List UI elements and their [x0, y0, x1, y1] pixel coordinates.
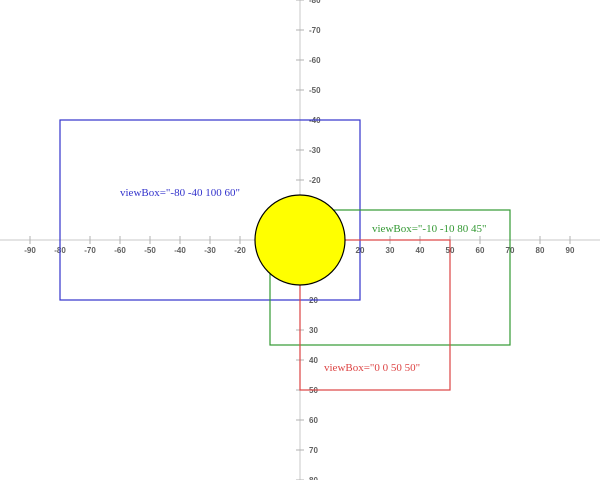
y-axis-tick-label: -80 — [309, 0, 321, 5]
x-axis-tick-label: -50 — [144, 246, 156, 255]
y-axis-tick-label: -60 — [309, 56, 321, 65]
x-axis-tick-label: -40 — [174, 246, 186, 255]
yellow-circle — [254, 194, 346, 286]
viewbox-rect-green — [269, 209, 511, 346]
y-axis-tick-label: -50 — [309, 86, 321, 95]
viewbox-rect-red — [299, 239, 451, 391]
y-axis-tick-label: 80 — [309, 476, 318, 480]
x-axis-tick-label: -20 — [234, 246, 246, 255]
x-axis-tick-label: 30 — [386, 246, 395, 255]
x-axis-tick-label: -60 — [114, 246, 126, 255]
x-axis-tick-label: 90 — [566, 246, 575, 255]
x-axis-tick-label: 40 — [416, 246, 425, 255]
x-axis-tick-label: 60 — [476, 246, 485, 255]
viewbox-label-red: viewBox="0 0 50 50" — [324, 362, 420, 374]
x-axis-tick-label: -70 — [84, 246, 96, 255]
y-axis-tick-label: -70 — [309, 26, 321, 35]
y-axis-tick-label: -30 — [309, 146, 321, 155]
x-axis-tick-label: -30 — [204, 246, 216, 255]
y-axis-tick-label: 60 — [309, 416, 318, 425]
viewbox-label-blue: viewBox="-80 -40 100 60" — [120, 187, 240, 199]
y-axis-tick-label: 70 — [309, 446, 318, 455]
viewbox-label-green: viewBox="-10 -10 80 45" — [372, 223, 486, 235]
y-axis-tick-label: 40 — [309, 356, 318, 365]
x-axis-tick-label: -90 — [24, 246, 36, 255]
y-axis-tick-label: 30 — [309, 326, 318, 335]
x-axis-tick-label: 80 — [536, 246, 545, 255]
y-axis-tick-label: -20 — [309, 176, 321, 185]
